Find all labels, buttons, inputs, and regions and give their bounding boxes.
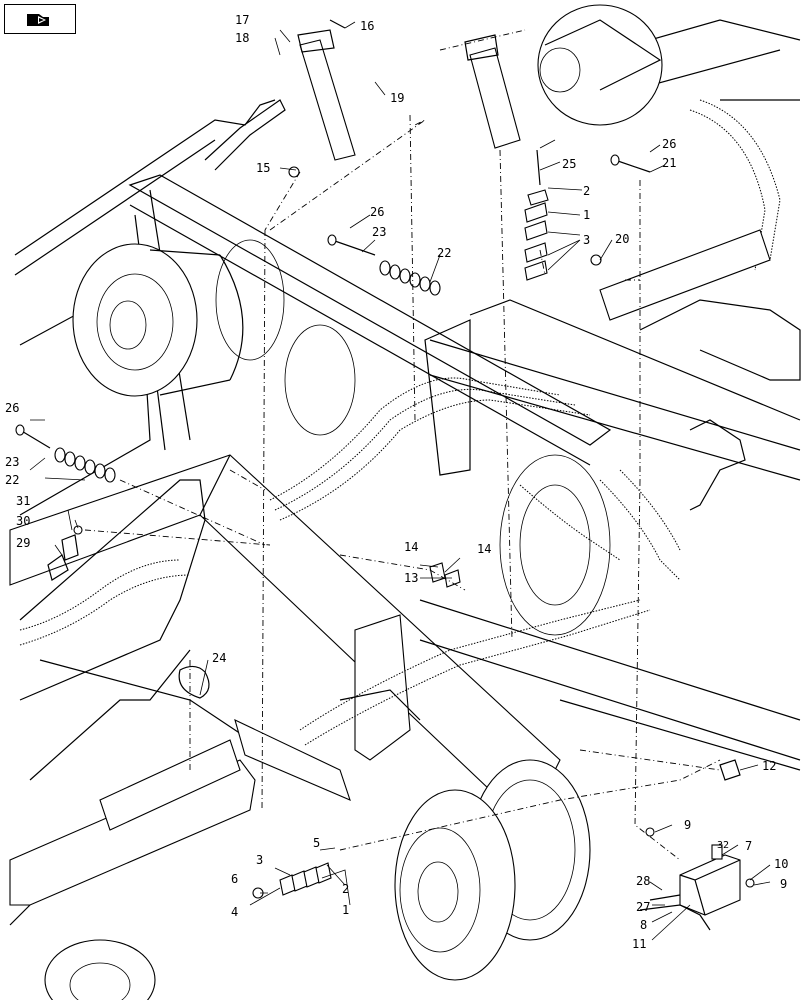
- book-arrow-icon[interactable]: [4, 4, 76, 34]
- callout-21: 21: [662, 156, 676, 170]
- callout-3: 3: [256, 853, 263, 867]
- callout-8: 8: [640, 918, 647, 932]
- callout-18: 18: [235, 31, 249, 45]
- callout-6: 6: [231, 872, 238, 886]
- callout-labels: 1 2 3 1 2 3 4 5 6 7 8 9 9 10 11 12 13 14…: [5, 13, 788, 951]
- callout-22: 22: [437, 246, 451, 260]
- assembly-lines: [84, 29, 721, 861]
- wheels: [44, 4, 663, 1000]
- callout-5: 5: [313, 836, 320, 850]
- leader-lines: [29, 21, 771, 941]
- callout-2: 2: [583, 184, 590, 198]
- callout-16: 16: [360, 19, 374, 33]
- callout-14: 14: [404, 540, 418, 554]
- callout-25: 25: [562, 157, 576, 171]
- callout-26: 26: [662, 137, 676, 151]
- callout-22: 22: [5, 473, 19, 487]
- callout-9: 9: [780, 877, 787, 891]
- callout-7: 7: [745, 839, 752, 853]
- callout-13: 13: [404, 571, 418, 585]
- callout-17: 17: [235, 13, 249, 27]
- callout-31: 31: [16, 494, 30, 508]
- callout-9: 9: [684, 818, 691, 832]
- callout-15: 15: [256, 161, 270, 175]
- callout-23: 23: [5, 455, 19, 469]
- callout-29: 29: [16, 536, 30, 550]
- callout-26: 26: [5, 401, 19, 415]
- small-parts: [15, 19, 755, 899]
- callout-24: 24: [212, 651, 226, 665]
- callout-10: 10: [774, 857, 788, 871]
- callout-12: 12: [762, 759, 776, 773]
- callout-20: 20: [615, 232, 629, 246]
- callout-4: 4: [231, 905, 238, 919]
- callout-3: 3: [583, 233, 590, 247]
- callout-1: 1: [342, 903, 349, 917]
- callout-19: 19: [390, 91, 404, 105]
- callout-27: 27: [636, 900, 650, 914]
- callout-2: 2: [342, 882, 349, 896]
- hydraulic-hoses: [19, 99, 781, 746]
- frame-drawing: [9, 19, 801, 926]
- callout-11: 11: [632, 937, 646, 951]
- callout-1: 1: [583, 208, 590, 222]
- callout-26: 26: [370, 205, 384, 219]
- hydraulic-cylinders: [99, 29, 771, 831]
- callout-14: 14: [477, 542, 491, 556]
- callout-32: 32: [717, 840, 729, 851]
- callout-30: 30: [16, 514, 30, 528]
- callout-28: 28: [636, 874, 650, 888]
- valve-block: [639, 844, 741, 931]
- callout-23: 23: [372, 225, 386, 239]
